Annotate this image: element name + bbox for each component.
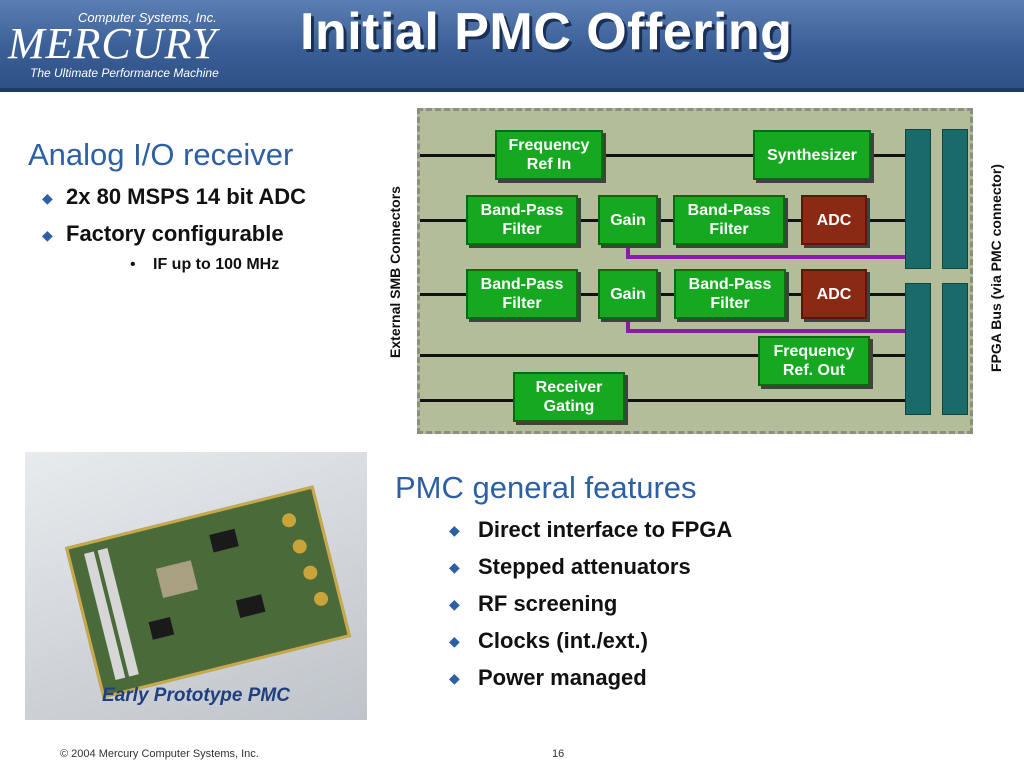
mercury-logo: MERCURY (8, 19, 218, 68)
right-bullet-2: Stepped attenuators (478, 554, 691, 579)
board-chip (235, 594, 266, 618)
header-bar: Computer Systems, Inc. MERCURY The Ultim… (0, 0, 1024, 88)
right-bullet-5: Power managed (478, 665, 647, 690)
smb-connector (291, 537, 309, 555)
smb-connector (301, 564, 319, 582)
slide-title: Initial PMC Offering (300, 3, 793, 61)
band-pass-filter-block: Band-Pass Filter (466, 195, 578, 245)
fpga-bus-bar (905, 283, 931, 415)
logo-subtitle: Computer Systems, Inc. (78, 10, 217, 25)
adc-block: ADC (801, 195, 867, 245)
left-bullet-1: 2x 80 MSPS 14 bit ADC (66, 184, 307, 209)
external-smb-label: External SMB Connectors (387, 186, 403, 358)
header-divider (0, 88, 1024, 92)
smb-connector (280, 511, 298, 529)
pmc-board-image (64, 485, 352, 699)
signal-line (420, 154, 910, 157)
board-chip (209, 528, 239, 553)
fpga-bus-bar (942, 129, 968, 269)
analog-io-heading: Analog I/O receiver (28, 137, 294, 172)
smb-connector (312, 590, 330, 608)
footer-copyright: © 2004 Mercury Computer Systems, Inc. (60, 748, 259, 760)
board-chip (148, 616, 175, 640)
diamond-bullet-icon: ◆ (449, 559, 460, 575)
diamond-bullet-icon: ◆ (42, 227, 53, 243)
page-number: 16 (552, 748, 565, 760)
fpga-bus-label: FPGA Bus (via PMC connector) (988, 164, 1004, 372)
fpga-bus-bar (905, 129, 931, 269)
diamond-bullet-icon: ◆ (449, 522, 460, 538)
receiver-gating-block: Receiver Gating (513, 372, 625, 422)
gain-block: Gain (598, 269, 658, 319)
gain-control-link (626, 255, 910, 259)
gain-control-link (626, 313, 630, 331)
frequency-ref-in-block: Frequency Ref In (495, 130, 603, 180)
synthesizer-block: Synthesizer (753, 130, 871, 180)
diamond-bullet-icon: ◆ (449, 633, 460, 649)
signal-line (420, 219, 910, 222)
gain-block: Gain (598, 195, 658, 245)
receiver-block-diagram: Frequency Ref In Synthesizer Band-Pass F… (417, 108, 973, 434)
diamond-bullet-icon: ◆ (42, 190, 53, 206)
adc-block: ADC (801, 269, 867, 319)
right-bullet-1: Direct interface to FPGA (478, 517, 733, 542)
diamond-bullet-icon: ◆ (449, 670, 460, 686)
band-pass-filter-block: Band-Pass Filter (673, 195, 785, 245)
board-chip (155, 560, 199, 599)
band-pass-filter-block: Band-Pass Filter (466, 269, 578, 319)
diamond-bullet-icon: ◆ (449, 596, 460, 612)
signal-line (420, 293, 910, 296)
left-bullet-2: Factory configurable (66, 221, 284, 246)
prototype-pmc-photo: Early Prototype PMC (25, 452, 367, 720)
right-bullet-4: Clocks (int./ext.) (478, 628, 648, 653)
photo-caption: Early Prototype PMC (102, 685, 290, 706)
fpga-bus-bar (942, 283, 968, 415)
frequency-ref-out-block: Frequency Ref. Out (758, 336, 870, 386)
logo-tagline: The Ultimate Performance Machine (30, 66, 219, 80)
dot-bullet-icon: • (130, 256, 136, 273)
band-pass-filter-block: Band-Pass Filter (674, 269, 786, 319)
signal-line (420, 354, 910, 357)
left-sub-bullet-1: IF up to 100 MHz (153, 256, 280, 273)
right-bullet-3: RF screening (478, 591, 618, 616)
gain-control-link (626, 329, 910, 333)
pmc-features-heading: PMC general features (395, 470, 697, 505)
gain-control-link (626, 239, 630, 257)
signal-line (420, 399, 910, 402)
